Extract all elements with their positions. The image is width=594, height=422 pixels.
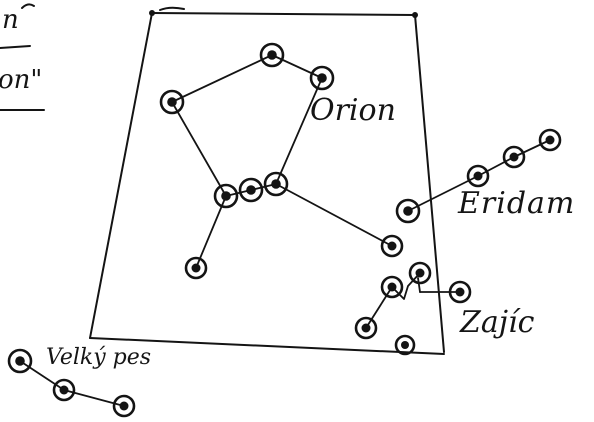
orion-line bbox=[276, 184, 392, 246]
star-orion-foot-right bbox=[382, 236, 402, 256]
label-lepus: Zajíc bbox=[459, 305, 535, 340]
corner-text-top: n bbox=[2, 5, 19, 35]
star-orion-shoulder bbox=[311, 67, 333, 89]
frame-corner-dot bbox=[412, 12, 418, 18]
corner-underline-top bbox=[0, 46, 30, 48]
star-eridanus-2 bbox=[468, 166, 488, 186]
orion-line bbox=[272, 55, 322, 78]
star-eridanus-1 bbox=[397, 200, 419, 222]
frame-top bbox=[152, 13, 415, 15]
star-orion-head bbox=[261, 44, 283, 66]
star-orion-belt-1 bbox=[215, 185, 237, 207]
star-canis-major-1 bbox=[9, 350, 31, 372]
frame-corner-dot bbox=[149, 10, 155, 16]
star-lepus-4 bbox=[356, 318, 376, 338]
frame bbox=[90, 8, 444, 354]
star-orion-belt-3 bbox=[265, 173, 287, 195]
corner-text-bottom: on" bbox=[0, 65, 42, 95]
label-canis-major: Velký pes bbox=[46, 345, 151, 370]
star-lepus-1 bbox=[382, 277, 402, 297]
lepus-line bbox=[366, 287, 392, 328]
orion-line bbox=[172, 55, 272, 102]
labels: Orion Eridam Zajíc Velký pes bbox=[46, 93, 575, 370]
star-eridanus-4 bbox=[540, 130, 560, 150]
lepus-line bbox=[418, 278, 420, 292]
star-canis-major-2 bbox=[54, 380, 74, 400]
star-canis-major-3 bbox=[114, 396, 134, 416]
star-orion-foot-left bbox=[186, 258, 206, 278]
frame-top-tick bbox=[160, 8, 184, 10]
orion-line bbox=[172, 102, 226, 196]
star-eridanus-3 bbox=[504, 147, 524, 167]
label-eridanus: Eridam bbox=[457, 186, 575, 221]
star-orion-belt-2 bbox=[240, 179, 262, 201]
label-orion: Orion bbox=[310, 93, 396, 128]
corner-fragment: n on" bbox=[0, 4, 44, 110]
frame-left bbox=[90, 13, 152, 338]
corner-flourish bbox=[22, 4, 34, 8]
star-betelgeuse-area bbox=[161, 91, 183, 113]
star-lepus-2 bbox=[410, 263, 430, 283]
frame-right bbox=[415, 15, 444, 352]
